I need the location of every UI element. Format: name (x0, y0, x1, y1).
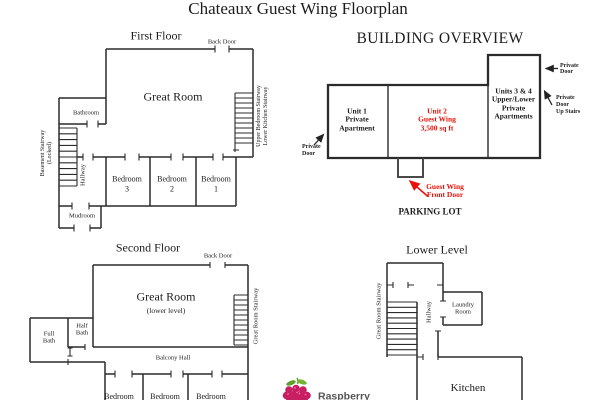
kitchen-label: Kitchen (450, 382, 486, 395)
lower-level-plan (386, 262, 523, 400)
front-door-line: Front Door (426, 190, 464, 199)
private-door-line: Private (560, 62, 579, 69)
full-bath-line: Full (43, 330, 55, 338)
overview-front-door-bump (397, 158, 424, 178)
unit-1-label: Unit 1 Private Apartment (339, 106, 375, 133)
sf-bedroom-label: Bedroom (150, 391, 180, 400)
stairway-line: Lower Kitchen Stairway (263, 86, 269, 146)
bedroom-3-label: Bedroom 3 (112, 174, 142, 195)
private-door-line: Door (556, 101, 569, 108)
stairway-line: Upper Bedroom Stairway (256, 85, 263, 147)
first-floor-plan (58, 45, 254, 232)
lower-level-walls (386, 262, 523, 400)
private-door-left-label: Private Door (302, 144, 321, 158)
bedroom-1-label: Bedroom 1 (201, 174, 231, 195)
half-bath-label: Half Bath (76, 323, 88, 338)
unit-1-line: Unit 1 (347, 106, 367, 116)
private-door-line: Door (560, 69, 573, 76)
bedroom-name: Bedroom (157, 174, 187, 183)
second-floor-plan (29, 262, 249, 400)
raspberry-leaf (297, 379, 307, 385)
bedroom-number: 3 (125, 184, 129, 194)
arrow-guest-wing-front-door (408, 179, 429, 198)
full-bath-line: Bath (42, 338, 56, 345)
first-floor-walls (58, 48, 254, 229)
lower-level-stairway-label: Great Room Stairway (375, 282, 383, 340)
raspberry-highlights (287, 387, 307, 396)
unit-1-line: Private (345, 114, 369, 124)
overview-unit-dividers (387, 85, 489, 158)
arrow-private-door-upstairs (543, 89, 553, 106)
sf-bedroom-label: Bedroom (196, 391, 226, 400)
overview-outline (326, 53, 542, 160)
half-bath-line: Bath (75, 330, 89, 337)
private-door-line: Private (302, 144, 321, 151)
lower-level-door-ticks (387, 282, 446, 360)
units-3-4-line: Private (501, 103, 526, 112)
guest-wing-front-door-label: Guest Wing Front Door (426, 183, 464, 199)
second-floor-stairway-label: Great Room Stairway (252, 287, 260, 345)
building-overview-title: BUILDING OVERVIEW (356, 29, 524, 47)
logo-brand-text: Raspberry (318, 390, 370, 400)
second-floor-great-room-label: Great Room (136, 289, 196, 304)
first-floor-back-door-label: Back Door (207, 38, 237, 46)
laundry-line: Laundry (451, 301, 475, 308)
great-room-sub-label: (lower level) (146, 305, 186, 315)
first-floor-great-room-label: Great Room (143, 89, 203, 104)
full-bath-label: Full Bath (43, 331, 55, 346)
half-bath-line: Half (76, 322, 88, 330)
second-floor-walls (29, 264, 249, 400)
unit-2-label: Unit 2 Guest Wing 3,500 sq ft (418, 106, 456, 133)
unit-2-line: Guest Wing (418, 114, 456, 124)
second-floor-back-door-label: Back Door (203, 252, 233, 260)
second-floor-door-ticks (67, 262, 226, 378)
units-3-4-line: Apartments (494, 111, 533, 121)
raspberry-logo (282, 377, 311, 400)
balcony-hall-label: Balcony Hall (155, 354, 191, 362)
units-3-4-line: Upper/Lower (491, 94, 536, 104)
private-door-top-label: Private Door (560, 63, 579, 77)
raspberry-berry (282, 384, 311, 400)
bedroom-name: Bedroom (112, 174, 142, 183)
front-door-line: Guest Wing (426, 182, 464, 191)
first-floor-door-ticks (71, 45, 239, 232)
building-overview-drawing (313, 53, 558, 198)
second-floor-stairs (233, 294, 248, 346)
first-floor-title: First Floor (130, 28, 182, 43)
bedroom-name: Bedroom (201, 174, 231, 183)
unit-2-line: Unit 2 (427, 106, 447, 116)
unit-1-line: Apartment (339, 123, 375, 133)
bedroom-2-label: Bedroom 2 (157, 174, 187, 195)
basement-stairway-line: Basement Stairway (40, 129, 47, 177)
units-3-4-line: Units 3 & 4 (495, 86, 532, 96)
private-door-line: Door (302, 151, 315, 157)
private-door-line: Private (556, 94, 575, 101)
bedroom-number: 1 (214, 184, 218, 194)
page-title: Chateaux Guest Wing Floorplan (188, 0, 408, 19)
first-floor-stairs (59, 92, 253, 187)
laundry-room-label: Laundry Room (452, 301, 474, 316)
units-3-4-label: Units 3 & 4 Upper/Lower Private Apartmen… (492, 87, 535, 120)
private-door-line: Up Stairs (556, 108, 581, 115)
arrow-private-door-left (313, 133, 325, 146)
first-floor-hallway-label: Hallway (79, 163, 87, 187)
unit-2-line: 3,500 sq ft (420, 123, 454, 133)
private-door-upstairs-label: Private Door Up Stairs (556, 95, 580, 115)
basement-stairway-label: Basement Stairway (Locked) (40, 130, 54, 177)
upper-lower-stairway-label: Upper Bedroom Stairway Lower Kitchen Sta… (256, 85, 270, 147)
bedroom-number: 2 (170, 184, 174, 194)
parking-lot-label: PARKING LOT (398, 206, 462, 217)
laundry-line: Room (455, 308, 471, 316)
mudroom-label: Mudroom (69, 212, 95, 220)
basement-stairway-line: (Locked) (47, 142, 53, 164)
sf-bedroom-label: Bedroom (104, 391, 134, 400)
lower-level-title: Lower Level (406, 242, 468, 257)
lower-level-stairs (387, 301, 417, 356)
second-floor-title: Second Floor (115, 240, 181, 255)
lower-level-hallway-label: Hallway (425, 300, 433, 324)
bathroom-label: Bathroom (73, 109, 99, 117)
raspberry-leaf (286, 380, 296, 386)
